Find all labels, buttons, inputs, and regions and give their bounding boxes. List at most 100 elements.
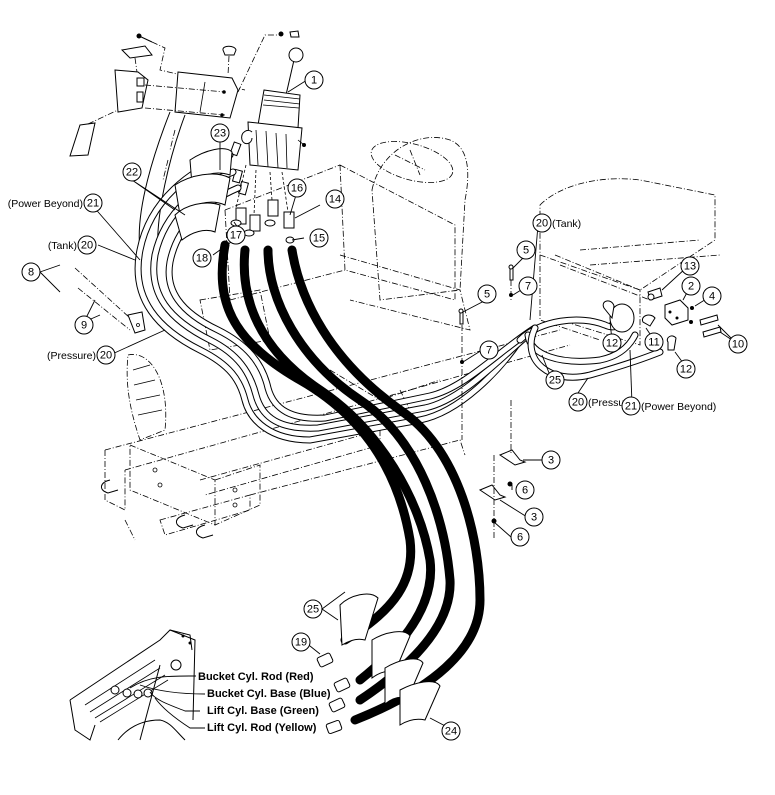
callout-circle	[602, 333, 622, 353]
callout-c6a: 6	[515, 480, 535, 500]
callout-circle	[291, 632, 311, 652]
callout-c25b: 25	[545, 370, 565, 390]
callout-c3a: 3	[541, 450, 561, 470]
callout-number: 25	[549, 375, 561, 387]
callout-number: 1	[311, 75, 317, 87]
callout-c7b: 7	[479, 340, 499, 360]
callout-circle	[309, 228, 329, 248]
callout-circle	[676, 359, 696, 379]
callout-c11: 11	[644, 332, 664, 352]
callout-label: (Tank)	[552, 218, 581, 230]
callout-number: 9	[81, 320, 87, 332]
callout-number: 3	[548, 455, 554, 467]
callout-number: 5	[523, 245, 529, 257]
control-bracket	[69, 30, 300, 256]
callout-circle	[568, 392, 588, 412]
legend-lift-base: Lift Cyl. Base (Green)	[207, 705, 319, 717]
tubes-left	[74, 148, 539, 444]
callout-number: 12	[606, 338, 618, 350]
callout-number: 4	[709, 291, 715, 303]
callout-number: 20	[572, 397, 584, 409]
callout-circle	[681, 276, 701, 296]
callout-number: 7	[486, 345, 492, 357]
callout-number: 22	[126, 167, 138, 179]
callout-number: 18	[196, 253, 208, 265]
callouts: 1233455667789101112121314151617181920(Ta…	[8, 70, 748, 741]
callout-number: 20	[100, 350, 112, 362]
callout-c2: 2	[681, 276, 701, 296]
black-hoses	[217, 240, 485, 735]
callout-c5b: 5	[477, 284, 497, 304]
clips	[478, 400, 527, 540]
legend-lift-rod: Lift Cyl. Rod (Yellow)	[207, 722, 317, 734]
callout-label: (Pressure)	[47, 350, 96, 362]
callout-circle	[644, 332, 664, 352]
callout-number: 14	[329, 194, 341, 206]
callout-c3b: 3	[524, 507, 544, 527]
callout-circle	[541, 450, 561, 470]
callout-circle	[441, 721, 461, 741]
callout-circle	[477, 284, 497, 304]
callout-c7a: 7	[518, 276, 538, 296]
callout-circle	[210, 123, 230, 143]
callout-c13: 13	[680, 256, 700, 276]
callout-c4: 4	[702, 286, 722, 306]
callout-circle	[702, 286, 722, 306]
callout-c25a: 25	[303, 599, 323, 619]
callout-number: 5	[484, 289, 490, 301]
callout-circle	[479, 340, 499, 360]
callout-c18: 18	[192, 248, 212, 268]
callout-c8: 8	[21, 262, 41, 282]
callout-circle	[518, 276, 538, 296]
callout-circle	[545, 370, 565, 390]
callout-c20-tank-right: 20 (Tank)	[532, 213, 581, 233]
callout-number: 15	[313, 233, 325, 245]
callout-circle	[122, 162, 142, 182]
callout-number: 16	[291, 183, 303, 195]
callout-c22: 22	[122, 162, 142, 182]
callout-number: 2	[688, 281, 694, 293]
callout-number: 23	[214, 128, 226, 140]
callout-circle	[532, 213, 552, 233]
callout-circle	[325, 189, 345, 209]
callout-label: (Power Beyond)	[8, 198, 83, 210]
callout-c23: 23	[210, 123, 230, 143]
callout-c9: 9	[74, 315, 94, 335]
callout-number: 17	[230, 230, 242, 242]
callout-c5a: 5	[516, 240, 536, 260]
callout-circle	[510, 527, 530, 547]
callout-circle	[515, 480, 535, 500]
callout-circle	[680, 256, 700, 276]
control-valve	[229, 47, 306, 196]
legend-bucket-rod: Bucket Cyl. Rod (Red)	[198, 671, 314, 683]
callout-circle	[83, 193, 103, 213]
callout-circle	[21, 262, 41, 282]
callout-number: 10	[732, 339, 744, 351]
callout-c12a: 12	[602, 333, 622, 353]
callout-circle	[77, 235, 97, 255]
callout-number: 3	[531, 512, 537, 524]
callout-circle	[74, 315, 94, 335]
callout-label: (Tank)	[48, 240, 77, 252]
callout-c20-tank-left: 20(Tank)	[48, 235, 97, 255]
callout-number: 12	[680, 364, 692, 376]
callout-number: 20	[536, 218, 548, 230]
callout-circle	[524, 507, 544, 527]
callout-number: 21	[625, 401, 637, 413]
tubes-right	[458, 254, 722, 440]
hose-legend: Bucket Cyl. Rod (Red) Bucket Cyl. Base (…	[198, 671, 331, 734]
callout-c6b: 6	[510, 527, 530, 547]
callout-c21-left: 21 (Power Beyond)	[8, 193, 103, 213]
callout-number: 8	[28, 267, 34, 279]
callout-c19: 19	[291, 632, 311, 652]
callout-c17: 17	[226, 225, 246, 245]
callout-number: 6	[522, 485, 528, 497]
callout-number: 21	[87, 198, 99, 210]
callout-number: 6	[517, 532, 523, 544]
callout-number: 19	[295, 637, 307, 649]
callout-number: 24	[445, 726, 457, 738]
callout-c12b: 12	[676, 359, 696, 379]
callout-number: 7	[525, 281, 531, 293]
loader-tower-inset	[69, 629, 206, 741]
